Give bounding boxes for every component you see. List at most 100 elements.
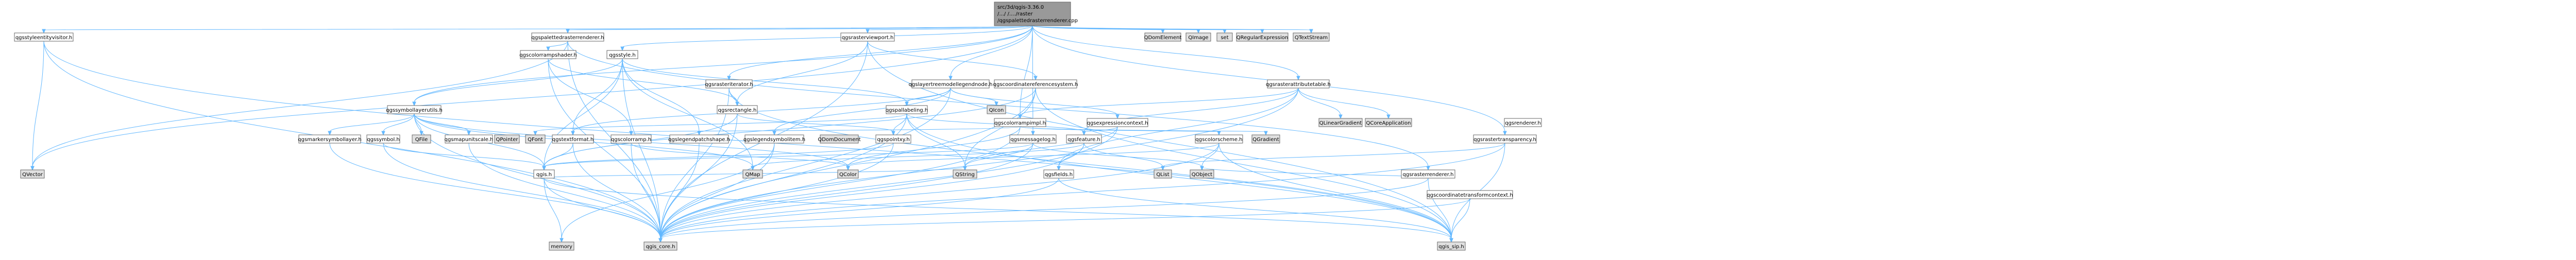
graph-node-qgssymbollayerutils[interactable]: qgssymbollayerutils.h [386, 105, 443, 114]
graph-node-qgsmessagelog[interactable]: qgsmessagelog.h [1009, 134, 1057, 144]
graph-node-qobject[interactable]: QObject [1190, 169, 1214, 179]
graph-node-qgscoordinatetransformcontext[interactable]: qgscoordinatetransformcontext.h [1427, 190, 1513, 199]
graph-node-qgstextformat[interactable]: qgstextformat.h [552, 134, 594, 144]
dependency-edge [906, 113, 1452, 239]
graph-node-qgspalettedrasterrenderer-h[interactable]: qgspalettedrasterrenderer.h [531, 32, 604, 42]
node-box [1190, 169, 1214, 179]
graph-node-qgscolorrampimpl[interactable]: qgscolorrampimpl.h [994, 118, 1046, 127]
graph-node-qimage[interactable]: QImage [1185, 32, 1211, 42]
graph-node-qfont[interactable]: QFont [525, 134, 546, 144]
graph-node-qgsmarkersymbollayer[interactable]: qgsmarkersymbollayer.h [298, 134, 362, 144]
graph-node-qpointer[interactable]: QPointer [494, 134, 520, 144]
graph-node-qgsrasteriterator[interactable]: qgsrasteriterator.h [705, 79, 753, 89]
dependency-edge [660, 88, 951, 239]
graph-node-qgscolorrampshader[interactable]: qgscolorrampshader.h [519, 50, 577, 59]
graph-node-qfile[interactable]: QFile [412, 134, 431, 144]
graph-node-qgsexpressioncontext[interactable]: qgsexpressioncontext.h [1087, 118, 1148, 127]
graph-node-qgssymbol[interactable]: qgssymbol.h [366, 134, 400, 144]
node-box [987, 105, 1006, 114]
node-box [412, 134, 431, 144]
graph-node-qvector[interactable]: QVector [20, 169, 45, 179]
graph-node-qgsfields[interactable]: qgsfields.h [1043, 169, 1074, 179]
node-box [911, 79, 990, 89]
graph-node-qgspallabeling[interactable]: qgspallabeling.h [886, 105, 928, 114]
graph-node-qgis-core[interactable]: qgis_core.h [643, 241, 677, 251]
graph-node-qgsrasterviewport[interactable]: qgsrasterviewport.h [840, 32, 895, 42]
dependency-edge [1428, 178, 1452, 239]
graph-node-qgsrasterattributetable[interactable]: qgsrasterattributetable.h [1266, 79, 1331, 89]
dependency-edge [548, 41, 568, 48]
graph-node-qgsstyleentityvisitor[interactable]: qgsstyleentityvisitor.h [14, 32, 74, 42]
graph-node-qgscoordinatereferencesystem[interactable]: qgscoordinatereferencesystem.h [993, 79, 1078, 89]
dependency-edge [950, 25, 1033, 77]
graph-node-qgsmapunitscale[interactable]: qgsmapunitscale.h [445, 134, 494, 144]
dependency-edge [660, 143, 1033, 239]
node-box [1154, 169, 1172, 179]
edge-arrowhead [658, 238, 663, 243]
graph-node-qdomdocument[interactable]: QDomDocument [818, 134, 861, 144]
graph-node-memory[interactable]: memory [549, 241, 574, 251]
graph-node-qgscolorscheme[interactable]: qgscolorscheme.h [1195, 134, 1243, 144]
graph-node-qgslayertreemodellegendnode[interactable]: qgslayertreemodellegendnode.h [909, 79, 993, 89]
node-label: qgsmarkersymbollayer.h [298, 137, 361, 143]
dependency-edge [544, 178, 1452, 239]
graph-node-qgsrastertransparency[interactable]: qgsrastertransparency.h [1473, 134, 1537, 144]
graph-node-qgsrectangle[interactable]: qgsrectangle.h [717, 105, 758, 114]
node-box [742, 169, 763, 179]
graph-node-set[interactable]: set [1216, 32, 1233, 42]
edge-arrowhead [546, 46, 550, 51]
dependency-edge [43, 25, 1033, 30]
dependency-edge [964, 143, 1033, 167]
graph-node-qgslegendpatchshape[interactable]: qgslegendpatchshape.h [668, 134, 730, 144]
dependency-edge [468, 143, 661, 239]
node-box [1267, 79, 1330, 89]
dependency-edge [544, 143, 894, 167]
graph-node-qdomelement[interactable]: QDomElement [1144, 32, 1182, 42]
graph-node-qlineargradient[interactable]: QLinearGradient [1318, 118, 1363, 127]
graph-node-qgscolorramp[interactable]: qgscolorramp.h [611, 134, 652, 144]
node-label: qgsfields.h [1045, 172, 1073, 178]
edge-arrowhead [963, 166, 967, 171]
graph-node-qgslegendsymbolitem[interactable]: qgslegendsymbolitem.h [743, 134, 805, 144]
graph-node-qcolor[interactable]: QColor [837, 169, 859, 179]
dependency-edge [964, 88, 1036, 167]
graph-node-qgis[interactable]: qgis.h [533, 169, 555, 179]
edge-arrowhead [1217, 131, 1221, 136]
edge-arrowhead [1309, 29, 1313, 34]
graph-node-qgis-sip[interactable]: qgis_sip.h [1437, 241, 1466, 251]
node-label: qgsmapunitscale.h [445, 137, 494, 143]
graph-node-qtextstream[interactable]: QTextStream [1293, 32, 1330, 42]
dependency-edge [1032, 25, 1299, 77]
graph-node-qcoreapplication[interactable]: QCoreApplication [1365, 118, 1412, 127]
dependency-edge [544, 143, 1033, 167]
dependency-edge [728, 88, 738, 103]
node-label: set [1221, 35, 1228, 41]
graph-node-qicon[interactable]: QIcon [987, 105, 1006, 114]
dependency-edge [414, 25, 1033, 103]
graph-node-qregularexpression[interactable]: QRegularExpression [1236, 32, 1289, 42]
dependency-edge [572, 58, 623, 132]
edge-arrowhead [1449, 238, 1453, 243]
graph-node-qstring[interactable]: QString [953, 169, 977, 179]
dependency-edge [1032, 25, 1033, 132]
node-label: QPointer [496, 137, 519, 143]
node-box [1216, 32, 1233, 42]
dependency-edge [660, 178, 1429, 239]
node-box [953, 169, 977, 179]
node-label: qgis.h [536, 172, 552, 178]
graph-node-qgradient[interactable]: QGradient [1251, 134, 1280, 144]
graph-node-qgsrenderer[interactable]: qgsrenderer.h [1504, 118, 1542, 127]
graph-node-qmap[interactable]: QMap [742, 169, 763, 179]
graph-node-qgsrasterrenderer[interactable]: qgsrasterrenderer.h [1401, 169, 1455, 179]
edge-arrowhead [1386, 114, 1391, 119]
dependency-edge [544, 178, 562, 239]
graph-node-qgspointxy[interactable]: qgspointxy.h [875, 134, 911, 144]
dependency-edge [544, 143, 573, 167]
node-box [366, 134, 400, 144]
graph-node-qlist[interactable]: QList [1154, 169, 1172, 179]
dependency-edge [572, 143, 661, 239]
node-box [1504, 118, 1542, 127]
edge-arrowhead [467, 131, 471, 136]
graph-node-qgsfeature[interactable]: qgsfeature.h [1066, 134, 1102, 144]
graph-node-qgsstyle[interactable]: qgsstyle.h [606, 50, 638, 59]
